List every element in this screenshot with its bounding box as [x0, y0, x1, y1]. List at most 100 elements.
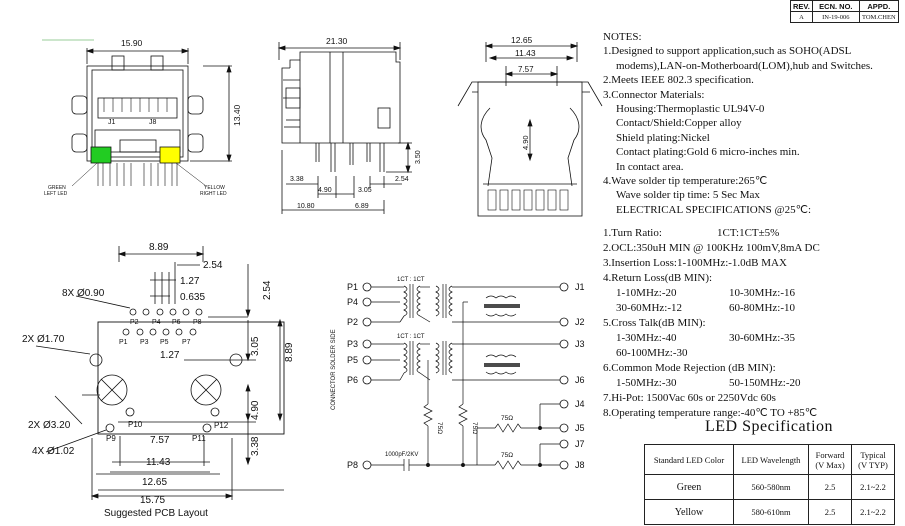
- sch-pin-p8: P8: [347, 460, 358, 470]
- op-temp-line: 8.Operating temperature range:-40℃ TO +8…: [603, 407, 818, 419]
- side-dim-6-89: 6.89: [355, 203, 369, 210]
- note-line: Housing:Thermoplastic UL94V-0: [616, 103, 765, 116]
- yellow-led-label: YELLOW: [204, 185, 225, 191]
- pin-p6: P6: [172, 319, 181, 326]
- pcb-dim-8-89b: 8.89: [284, 342, 295, 362]
- electrical-spec: 1.Turn Ratio:1CT:1CT±5% 2.OCL:350uH MIN …: [603, 226, 903, 421]
- side-dim-3-05: 3.05: [358, 187, 372, 194]
- sch-pin-p3: P3: [347, 339, 358, 349]
- side-dim-4-90: 4.90: [318, 187, 332, 194]
- cross-talk-line: 5.Cross Talk(dB MIN):: [603, 317, 706, 329]
- pad-p9: P9: [106, 434, 116, 443]
- ct-extra: 60-100MHz:-30: [616, 347, 688, 359]
- pcb-dim-3-38: 3.38: [250, 436, 261, 456]
- cmr-cell: 50-150MHz:-20: [729, 377, 801, 389]
- pin-p8: P8: [193, 319, 202, 326]
- note-line: Contact plating:Gold 6 micro-inches min.: [616, 146, 800, 159]
- pcb-dim-11-43: 11.43: [146, 457, 171, 468]
- end-dim-11-43: 11.43: [515, 48, 536, 58]
- side-dim-21-30: 21.30: [326, 36, 348, 46]
- revision-block: REV. ECN. NO. APPD. A IN-19-006 TOM.CHEN: [790, 0, 899, 23]
- end-dim-12-65: 12.65: [511, 35, 533, 45]
- sch-pin-p5: P5: [347, 355, 358, 365]
- sch-pin-j7: J7: [575, 439, 585, 449]
- led-cell: 2.1~2.2: [851, 499, 895, 525]
- hole-label-8x: 8X Ø0.90: [62, 288, 105, 299]
- hipot-line: 7.Hi-Pot: 1500Vac 60s or 2250Vdc 60s: [603, 392, 776, 404]
- side-dim-10-80: 10.80: [297, 203, 315, 210]
- hole-label-4x: 4X Ø1.02: [32, 446, 75, 457]
- res-label-1: 75Ω: [436, 422, 443, 434]
- front-width-dim: 15.90: [121, 38, 143, 48]
- rl-cell: 60-80MHz:-10: [729, 302, 795, 314]
- led-spec-table: Standard LED Color LED Wavelength Forwar…: [644, 444, 895, 525]
- cap-label: 1000pF/2KV: [385, 452, 418, 458]
- led-cell: Yellow: [644, 499, 734, 525]
- schematic: [362, 282, 569, 471]
- note-line: In contact area.: [616, 160, 684, 173]
- turn-ratio-value: 1CT:1CT±5%: [717, 227, 780, 239]
- green-led-label: GREEN: [48, 185, 66, 191]
- insertion-line: 3.Insertion Loss:1-100MHz:-1.0dB MAX: [603, 257, 787, 269]
- cmr-line: 6.Common Mode Rejection (dB MIN):: [603, 362, 776, 374]
- front-height-dim: 13.40: [232, 104, 242, 126]
- side-dim-3-50: 3.50: [415, 150, 422, 164]
- pcb-dim-3-05: 3.05: [250, 336, 261, 356]
- ecn-header: ECN. NO.: [811, 0, 860, 12]
- pad-p12: P12: [214, 421, 229, 430]
- end-dim-7-57: 7.57: [518, 65, 534, 74]
- led-cell: 580-610nm: [733, 499, 809, 525]
- pcb-dim-2-54a: 2.54: [203, 260, 223, 271]
- note-line: 4.Wave solder tip temperature:265℃: [603, 175, 768, 188]
- sch-pin-j5: J5: [575, 423, 585, 433]
- appd-header: APPD.: [858, 0, 899, 12]
- cmr-cell: 1-50MHz:-30: [616, 377, 677, 389]
- pcb-dim-12-65: 12.65: [142, 477, 167, 488]
- pin-p2: P2: [130, 319, 139, 326]
- pcb-dim-4-90: 4.90: [250, 400, 261, 420]
- schematic-side-label: CONNECTOR SOLDER SIDE: [331, 329, 337, 410]
- pcb-caption: Suggested PCB Layout: [104, 508, 208, 519]
- pad-p10: P10: [128, 420, 143, 429]
- side-view: [277, 42, 412, 214]
- green-led-sub: LEFT LED: [44, 191, 68, 197]
- res-label-4: 75Ω: [501, 452, 513, 459]
- res-label-3: 75Ω: [501, 415, 513, 422]
- pcb-dim-0-635: 0.635: [180, 292, 205, 303]
- ct-cell: 1-30MHz:-40: [616, 332, 677, 344]
- note-line: Shield plating:Nickel: [616, 131, 710, 144]
- pin-label-j8: J8: [149, 119, 157, 126]
- note-line: 2.Meets IEEE 802.3 specification.: [603, 74, 754, 87]
- sch-pin-p6: P6: [347, 375, 358, 385]
- rev-value: A: [790, 11, 813, 23]
- ecn-value: IN-19-006: [811, 11, 860, 23]
- sch-pin-j6: J6: [575, 375, 585, 385]
- pcb-layout: [35, 246, 285, 500]
- end-view: [457, 42, 603, 217]
- pin-p1: P1: [119, 339, 128, 346]
- hole-label-2x-3-20: 2X Ø3.20: [28, 420, 71, 431]
- led-cell: 560-580nm: [733, 474, 809, 500]
- note-line: 1.Designed to support application,such a…: [603, 45, 852, 58]
- pin-p5: P5: [160, 339, 169, 346]
- pin-p4: P4: [152, 319, 161, 326]
- sch-pin-p4: P4: [347, 297, 358, 307]
- led-cell: 2.5: [808, 474, 852, 500]
- note-line: ELECTRICAL SPECIFICATIONS @25℃:: [616, 203, 812, 216]
- rl-cell: 10-30MHz:-16: [729, 287, 795, 299]
- led-header: LED Wavelength: [733, 444, 809, 475]
- sch-pin-p1: P1: [347, 282, 358, 292]
- led-cell: Green: [644, 474, 734, 500]
- led-spec-title: LED Specification: [705, 418, 834, 435]
- ratio-label-2: 1CT : 1CT: [397, 334, 425, 340]
- res-label-2: 75Ω: [471, 422, 478, 434]
- led-header: Typical (V TYP): [851, 444, 895, 475]
- rl-cell: 1-10MHz:-20: [616, 287, 677, 299]
- yellow-led-sub: RIGHT LED: [200, 191, 227, 197]
- turn-ratio-label: 1.Turn Ratio:: [603, 227, 662, 239]
- note-line: 3.Connector Materials:: [603, 88, 705, 101]
- appd-value: TOM.CHEN: [858, 11, 899, 23]
- return-loss-line: 4.Return Loss(dB MIN):: [603, 272, 713, 284]
- front-view: [42, 39, 232, 187]
